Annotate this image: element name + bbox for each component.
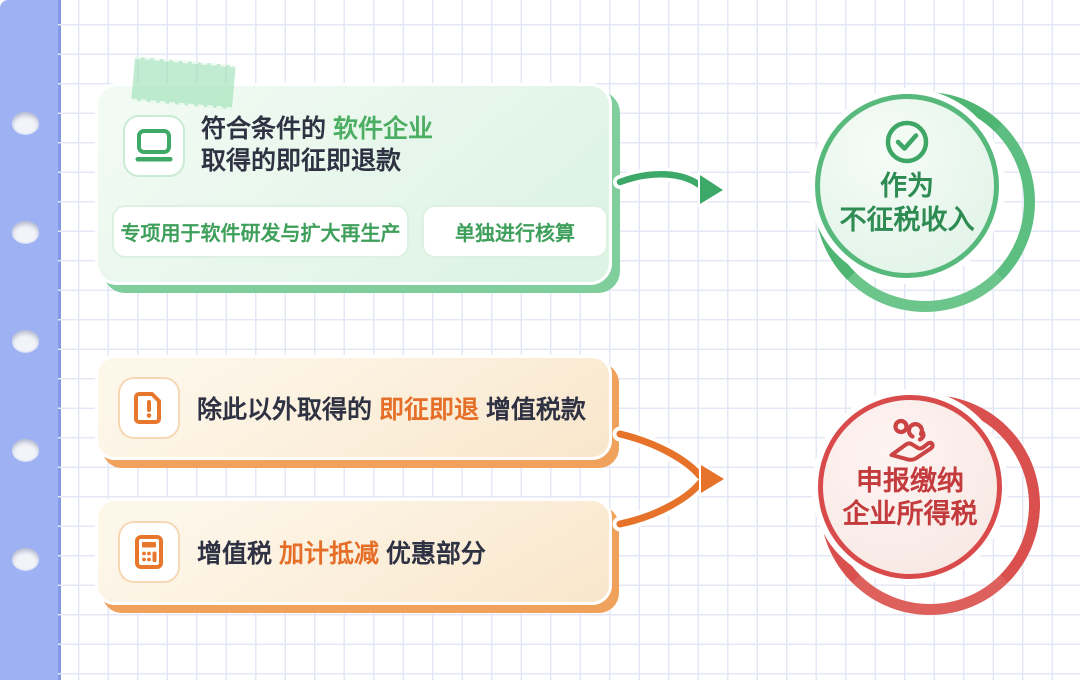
green-result-line2: 不征税收入 (839, 205, 975, 235)
text-suffix: 增值税款 (478, 395, 586, 424)
binder-hole (12, 439, 39, 461)
document-alert-icon (134, 391, 161, 424)
non-taxable-income-circle: 作为 不征税收入 (815, 94, 999, 278)
other-vat-refund-card: 除此以外取得的 即征即退 增值税款 (95, 355, 612, 460)
tape-decoration (131, 56, 236, 110)
hand-person-icon (889, 418, 935, 462)
green-result-text: 作为 不征税收入 (840, 169, 975, 237)
title-prefix: 符合条件的 (201, 115, 333, 143)
text-prefix: 除此以外取得的 (197, 395, 379, 424)
binder-hole (12, 548, 39, 570)
condition-pills: 专项用于软件研发与扩大再生产 单独进行核算 (112, 205, 608, 258)
binder-hole (12, 112, 39, 134)
green-card-title-line2: 取得的即征即退款 (201, 147, 402, 175)
green-result-line1: 作为 (880, 171, 934, 201)
red-result-line2: 企业所得税 (842, 499, 978, 529)
text-highlight: 即征即退 (378, 395, 479, 424)
green-card-title: 符合条件的 软件企业 取得的即征即退款 (201, 113, 433, 177)
laptop-icon (135, 129, 173, 162)
software-enterprise-card: 符合条件的 软件企业 取得的即征即退款 专项用于软件研发与扩大再生产 单独进行核… (95, 83, 612, 285)
orange-card1-text: 除此以外取得的 即征即退 增值税款 (197, 390, 586, 426)
red-result-line1: 申报缴纳 (856, 466, 964, 496)
pill-special-use: 专项用于软件研发与扩大再生产 (112, 205, 409, 258)
title-highlight: 软件企业 (332, 115, 433, 143)
check-circle-icon (885, 120, 929, 164)
green-card-title-line1: 符合条件的 软件企业 (201, 113, 433, 145)
binder-hole (12, 330, 39, 352)
binder-hole (12, 221, 39, 243)
corporate-income-tax-circle: 申报缴纳 企业所得税 (818, 395, 1002, 579)
calculator-icon (135, 534, 163, 569)
pill-separate-accounting: 单独进行核算 (422, 205, 608, 258)
vat-super-deduction-card: 增值税 加计抵减 优惠部分 (95, 498, 612, 605)
document-alert-icon-box (118, 376, 180, 439)
calculator-icon-box (118, 520, 180, 583)
laptop-icon-box (123, 115, 185, 177)
text-highlight: 加计抵减 (278, 539, 379, 568)
red-result-text: 申报缴纳 企业所得税 (843, 465, 978, 531)
orange-card2-text: 增值税 加计抵减 优惠部分 (197, 534, 486, 570)
text-suffix: 优惠部分 (378, 539, 486, 568)
text-prefix: 增值税 (197, 539, 279, 568)
